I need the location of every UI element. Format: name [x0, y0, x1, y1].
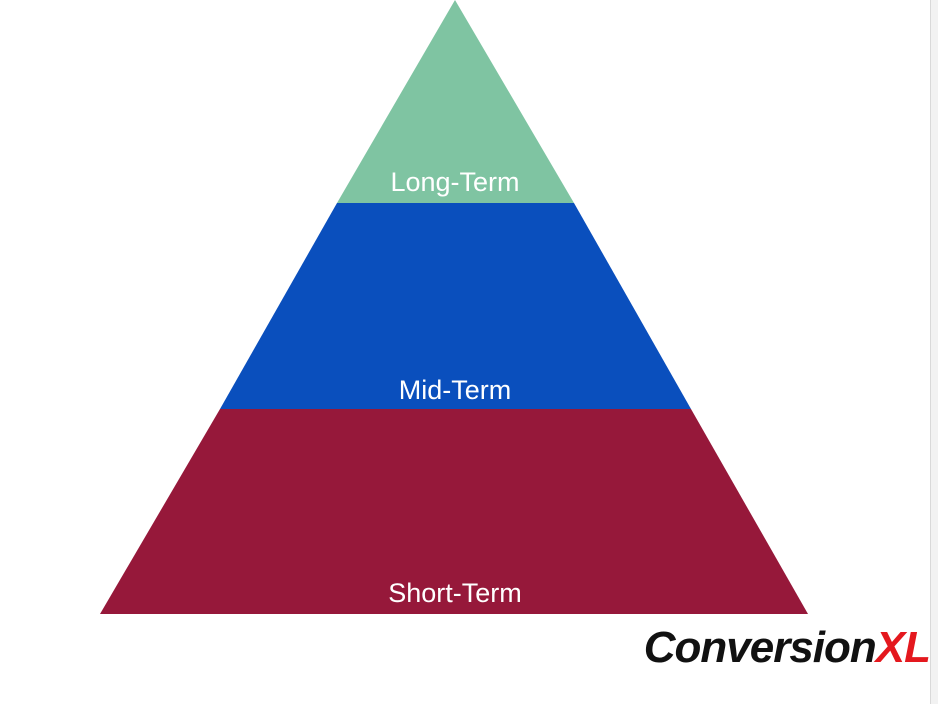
mid-term-label: Mid-Term — [399, 375, 512, 405]
long-term-tier — [337, 0, 574, 203]
conversionxl-logo: Conversion XL — [643, 618, 931, 678]
long-term-label: Long-Term — [390, 167, 519, 197]
short-term-tier — [100, 409, 808, 614]
mid-term-tier — [220, 203, 691, 409]
logo-main-text: Conversion — [643, 623, 877, 672]
right-edge-divider — [930, 0, 938, 704]
short-term-label: Short-Term — [388, 578, 522, 608]
logo-accent-text: XL — [875, 623, 931, 672]
